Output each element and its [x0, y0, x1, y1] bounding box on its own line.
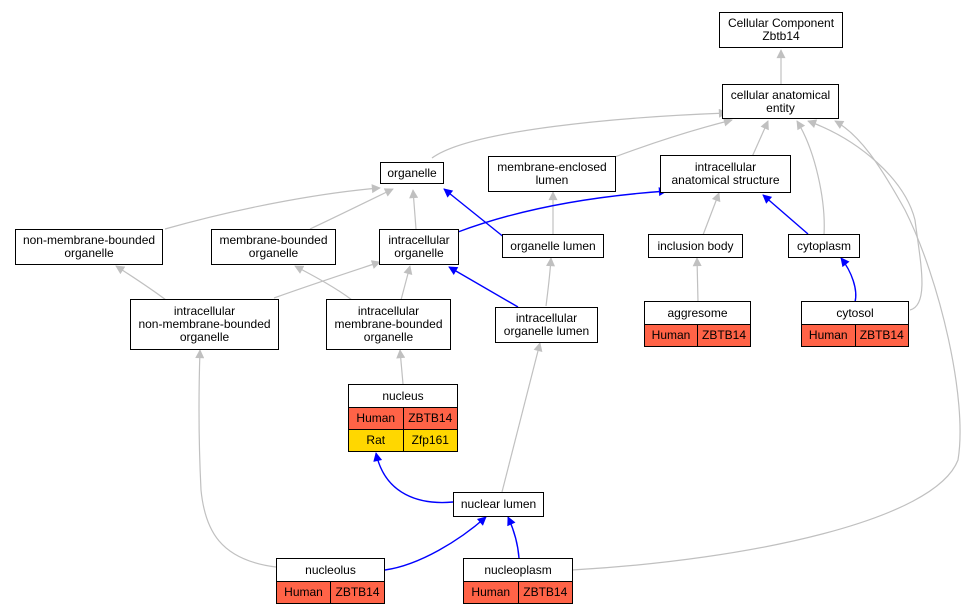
edge-nonmem-to-organelle [164, 184, 381, 230]
node-organelle[interactable]: organelle [380, 162, 444, 184]
edge-nucleolus-to-intranonmem [195, 349, 277, 568]
node-organelle-lumen[interactable]: organelle lumen [502, 234, 604, 258]
gene-cell: ZBTB14 [402, 408, 458, 429]
edge-intranonmem-to-intraorg [273, 260, 381, 299]
gene-cell: ZBTB14 [330, 582, 384, 603]
gene-cell: ZBTB14 [854, 325, 909, 346]
edge-nucleolus-to-nuclearlumen [384, 516, 487, 571]
edge-nucleoplasm-to-nuclearlumen [507, 516, 520, 559]
edge-nucleoplasm-to-entity [571, 120, 961, 571]
gene-node-nucleus[interactable]: nucleus Human ZBTB14 Rat Zfp161 [348, 384, 458, 452]
species-cell: Human [808, 328, 848, 342]
edge-intramem-to-membound [294, 265, 353, 301]
gene-node-nucleoplasm[interactable]: nucleoplasm Human ZBTB14 [463, 558, 573, 604]
edge-membound-to-organelle [309, 188, 394, 230]
edge-nuclearlumen-to-intraorglumen [501, 342, 543, 493]
node-cellular-anatomical-entity[interactable]: cellular anatomical entity [722, 84, 839, 119]
node-inclusion-body[interactable]: inclusion body [648, 234, 743, 258]
edge-intraorg-to-anatomical [457, 187, 668, 233]
gene-cell: ZBTB14 [517, 582, 573, 603]
node-non-membrane-bounded-organelle[interactable]: non-membrane-bounded organelle [15, 229, 163, 265]
node-intracellular-non-membrane-bounded-organelle[interactable]: intracellular non-membrane-bounded organ… [130, 299, 279, 350]
species-cell: Human [471, 585, 511, 599]
node-membrane-bounded-organelle[interactable]: membrane-bounded organelle [211, 229, 336, 265]
edge-intraorg-to-organelle [409, 189, 419, 230]
edge-aggresome-to-inclusion [692, 257, 702, 303]
gene-node-title: nucleus [382, 389, 424, 403]
node-cellular-component-root[interactable]: Cellular Component Zbtb14 [719, 12, 843, 48]
node-cytoplasm[interactable]: cytoplasm [788, 234, 860, 258]
edge-intraorglumen-to-intraorg [448, 266, 519, 308]
gene-node-nucleolus[interactable]: nucleolus Human ZBTB14 [276, 558, 385, 604]
gene-node-aggresome[interactable]: aggresome Human ZBTB14 [644, 301, 751, 347]
edge-cytoplasm-to-entity [796, 120, 825, 236]
node-intracellular-membrane-bounded-organelle[interactable]: intracellular membrane-bounded organelle [326, 299, 451, 350]
gene-cell: ZBTB14 [697, 325, 750, 346]
edge-anatomical-to-entity [751, 120, 769, 158]
species-cell: Human [356, 411, 396, 425]
edge-inclusion-to-anatomical [702, 192, 721, 236]
edge-enclosed-lumen-to-entity [611, 117, 733, 159]
gene-node-title: nucleoplasm [484, 563, 552, 577]
node-nuclear-lumen[interactable]: nuclear lumen [453, 492, 544, 517]
edge-intraorglumen-to-orglumen [545, 257, 556, 307]
species-cell: Rat [366, 433, 386, 447]
gene-node-cytosol[interactable]: cytosol Human ZBTB14 [801, 301, 909, 347]
gene-row-rat: Rat Zfp161 [349, 429, 457, 451]
edge-intramem-to-intraorg [400, 265, 413, 301]
edge-nucleus-to-intramem [396, 349, 406, 385]
gene-row-human: Human ZBTB14 [802, 324, 908, 346]
edge-organelle-to-entity [431, 108, 728, 159]
species-cell: Human [284, 585, 323, 599]
gene-node-title: cytosol [836, 306, 874, 320]
species-cell: Human [651, 328, 691, 342]
node-intracellular-organelle-lumen[interactable]: intracellular organelle lumen [495, 307, 598, 343]
gene-row-human: Human ZBTB14 [464, 581, 572, 603]
gene-cell: Zfp161 [402, 430, 458, 451]
gene-node-title: aggresome [667, 306, 728, 320]
edge-intranonmem-to-nonmem [115, 265, 167, 301]
node-intracellular-organelle[interactable]: intracellular organelle [379, 229, 459, 265]
edge-cytoplasm-to-anatomical [762, 194, 809, 235]
gene-row-human: Human ZBTB14 [645, 324, 750, 346]
node-membrane-enclosed-lumen[interactable]: membrane-enclosed lumen [488, 156, 616, 192]
gene-row-human: Human ZBTB14 [349, 407, 457, 429]
gene-row-human: Human ZBTB14 [277, 581, 384, 603]
node-intracellular-anatomical-structure[interactable]: intracellular anatomical structure [660, 155, 791, 193]
edge-nuclearlumen-to-nucleus [373, 452, 454, 504]
edge-orglumen-to-organelle [443, 188, 506, 239]
edge-cytosol-to-entity [807, 119, 923, 311]
edge-cytosol-to-cytoplasm [840, 257, 857, 303]
gene-node-title: nucleolus [305, 563, 356, 577]
